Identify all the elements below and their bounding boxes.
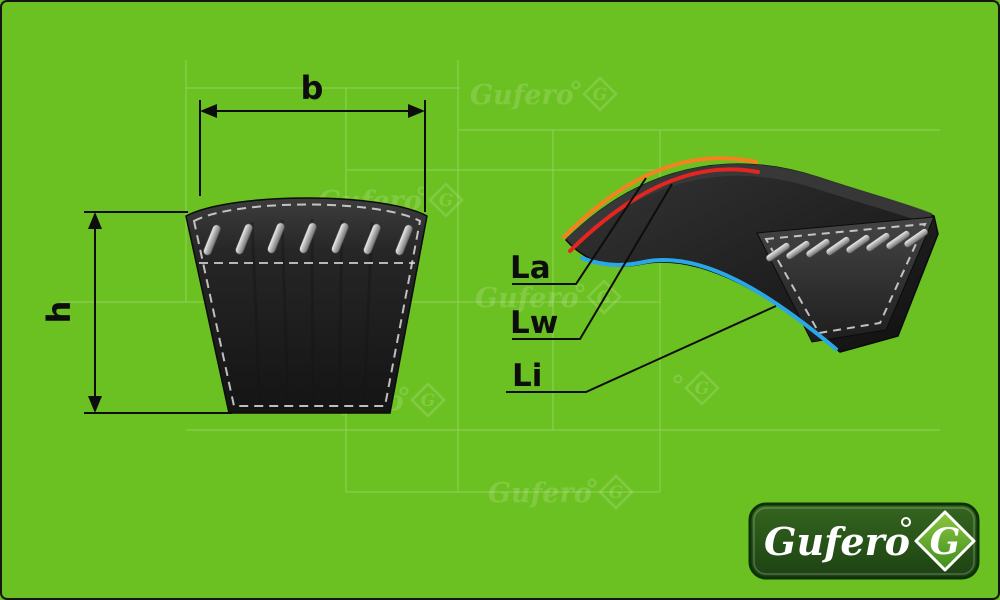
- length-leaders: [506, 177, 777, 393]
- logo-monogram: G: [930, 521, 961, 563]
- li-leader-line: [506, 305, 777, 393]
- logo-plate: [748, 502, 980, 580]
- face-dashed-outline: [764, 222, 927, 335]
- dimension-b: [199, 100, 426, 212]
- arrowhead-up-icon: [88, 212, 102, 229]
- arrowhead-right-icon: [408, 104, 425, 118]
- arrowhead-down-icon: [88, 396, 102, 413]
- belt-texture: [250, 218, 374, 409]
- la-leader-line: [512, 177, 647, 285]
- lw-label: Lw: [510, 305, 558, 341]
- dimension-h-label: h: [40, 301, 78, 324]
- watermark-brand: Gufero: [470, 80, 574, 111]
- belt-cross-section: [185, 197, 428, 414]
- arrowhead-left-icon: [200, 104, 217, 118]
- lw-pitch-length-line: [568, 167, 760, 253]
- texture-line: [250, 221, 262, 409]
- watermark-brand: Gufero: [475, 283, 579, 314]
- watermark-brand: Gufero: [488, 478, 592, 509]
- la-label: La: [510, 250, 551, 286]
- logo-degree-mark-icon: [901, 517, 911, 527]
- texture-line: [280, 219, 290, 409]
- dimension-b-label: b: [301, 69, 324, 107]
- brand-logo: Gufero G: [748, 502, 980, 580]
- lw-leader-line: [512, 183, 673, 340]
- belt-dashed-outline: [192, 203, 422, 407]
- logo-brand-text: Gufero: [764, 519, 910, 564]
- logo-emblem-icon: [914, 510, 976, 572]
- li-label: Li: [512, 358, 542, 394]
- la-outer-length-line: [562, 156, 758, 239]
- dimension-h: [84, 211, 232, 414]
- texture-line: [310, 218, 315, 409]
- texture-line: [337, 219, 344, 409]
- belt-3d-view: [562, 156, 939, 353]
- belt-top-surface: [565, 163, 933, 248]
- li-inner-length-line: [580, 256, 838, 351]
